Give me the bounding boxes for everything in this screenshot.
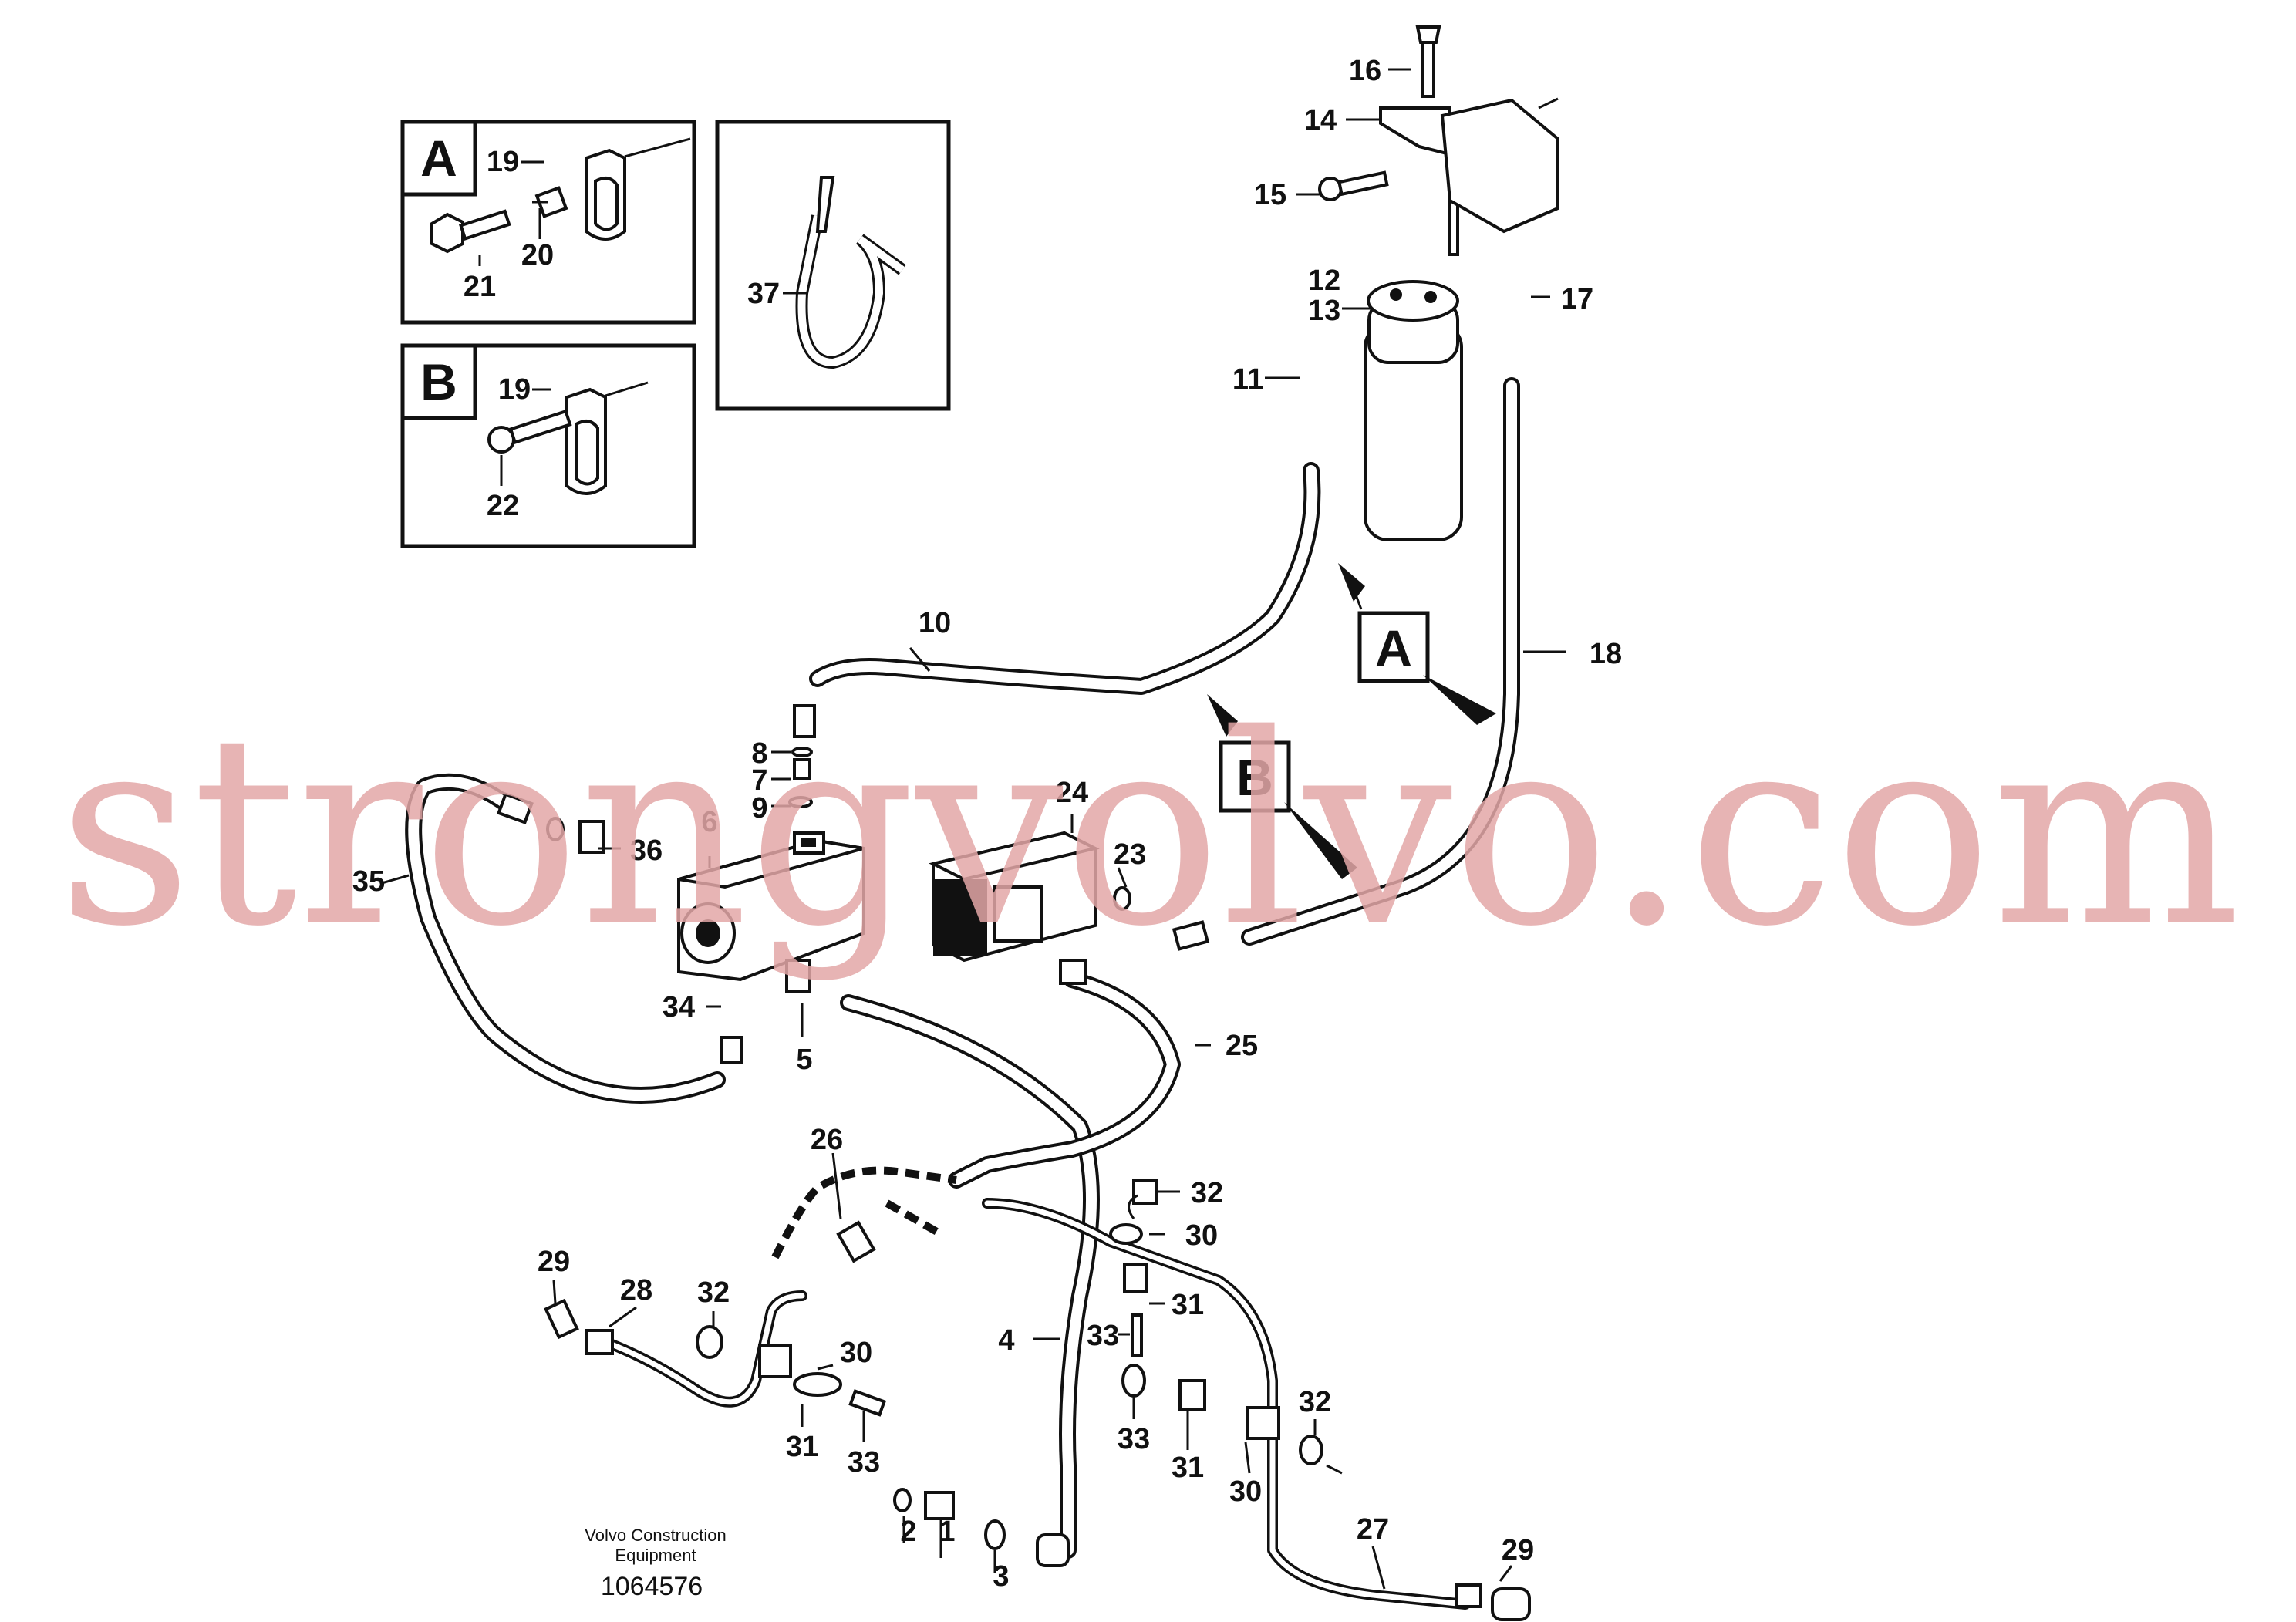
callout-32-left: 32: [697, 1276, 730, 1309]
callout-34: 34: [663, 991, 695, 1023]
callout-29-left: 29: [538, 1246, 570, 1278]
bolt-icon: [430, 209, 511, 254]
view-arrow-a: A: [1338, 563, 1496, 725]
leader-lines: [381, 647, 1513, 1590]
callout-24: 24: [1056, 777, 1088, 809]
callout-11: 11: [1232, 363, 1263, 396]
callout-33-left: 33: [848, 1446, 880, 1479]
cable-tie-box: 37: [715, 120, 951, 411]
callout-31-left: 31: [786, 1431, 818, 1463]
callout-17: 17: [1561, 283, 1593, 315]
callout-3: 3: [993, 1560, 1009, 1593]
footer: Volvo Construction Equipment 1064576: [585, 1526, 726, 1601]
callout-12: 12: [1308, 265, 1340, 297]
callout-30-mid: 30: [1185, 1219, 1218, 1252]
callout-18: 18: [1590, 638, 1622, 670]
callout-36: 36: [630, 835, 663, 867]
callout-b-22: 22: [487, 490, 519, 522]
company-name-line2: Equipment: [615, 1546, 696, 1565]
callout-5: 5: [796, 1044, 812, 1076]
detail-box-b: B 19 22: [400, 343, 696, 548]
callout-10: 10: [919, 607, 951, 639]
callout-23: 23: [1114, 838, 1146, 871]
callout-31-right: 31: [1172, 1452, 1204, 1484]
bolt-icon: [1318, 170, 1389, 201]
callout-33-mid: 33: [1087, 1320, 1119, 1352]
callout-6: 6: [701, 806, 717, 838]
callout-33-right: 33: [1118, 1423, 1150, 1455]
callout-8: 8: [751, 737, 767, 770]
company-name-line1: Volvo Construction: [585, 1526, 726, 1545]
callout-32-right: 32: [1299, 1386, 1331, 1418]
drawing-number: 1064576: [601, 1572, 703, 1601]
callout-30-left: 30: [840, 1337, 872, 1369]
detail-box-a: A 19 20 21: [400, 120, 696, 325]
callout-28: 28: [620, 1274, 652, 1307]
callout-26: 26: [811, 1124, 843, 1156]
callout-a-20: 20: [521, 239, 554, 271]
callout-37: 37: [747, 278, 780, 310]
callout-16: 16: [1349, 55, 1381, 87]
callout-31-mid: 31: [1172, 1289, 1204, 1321]
spacer-icon: [534, 186, 568, 218]
callout-29-right: 29: [1502, 1534, 1534, 1566]
detail-letter-b: B: [420, 353, 457, 410]
expansion-valve-icon: [929, 831, 1100, 963]
svg-text:B: B: [1236, 749, 1273, 806]
bracket-icon: [1379, 97, 1559, 256]
detail-letter-a: A: [420, 130, 457, 187]
bolt-icon: [487, 409, 572, 454]
callout-35: 35: [352, 865, 385, 898]
callout-4: 4: [998, 1324, 1014, 1357]
watermark: strongvolvo.com: [58, 679, 2240, 984]
callout-14: 14: [1304, 104, 1337, 137]
callout-a-21: 21: [464, 271, 496, 303]
clamp-icon: [565, 381, 649, 495]
callout-32-mid: 32: [1191, 1177, 1223, 1209]
callout-1: 1: [939, 1516, 955, 1548]
cable-tie-icon: [795, 176, 906, 369]
callout-2: 2: [900, 1516, 916, 1548]
receiver-drier-icon: [1364, 280, 1463, 541]
callout-a-19: 19: [487, 146, 519, 178]
callout-25: 25: [1226, 1030, 1258, 1062]
callout-13: 13: [1308, 295, 1340, 327]
view-arrow-b: B: [1207, 694, 1357, 879]
callout-27: 27: [1357, 1513, 1389, 1546]
valve-block-icon: [677, 831, 865, 982]
svg-text:A: A: [1375, 619, 1412, 676]
fitting-icons: [497, 704, 1531, 1621]
callout-30-right: 30: [1229, 1475, 1262, 1508]
callout-b-19: 19: [498, 373, 531, 406]
callout-15: 15: [1254, 179, 1286, 211]
callout-7: 7: [751, 764, 767, 797]
callout-labels: 1 2 3 4 5 6 7 8 9 10 11 12 13 14 15 16 1…: [352, 55, 1622, 1593]
bolt-icon: [1415, 25, 1441, 98]
clamp-icon: [585, 137, 691, 241]
callout-9: 9: [751, 792, 767, 824]
